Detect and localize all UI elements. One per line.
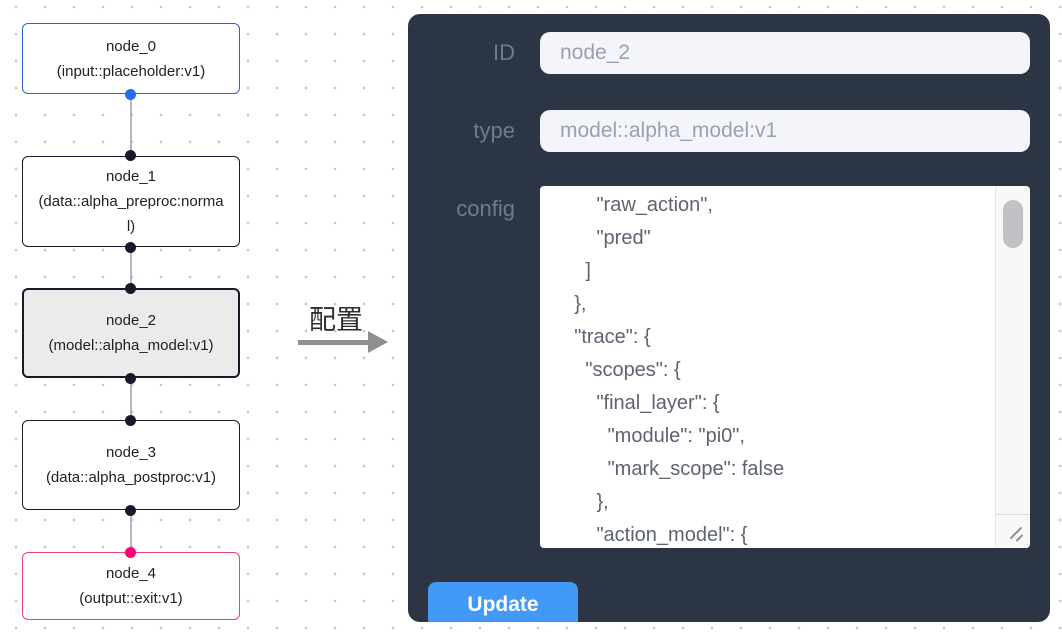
node-subtitle: (data::alpha_postproc:v1) bbox=[45, 469, 217, 486]
id-field-label: ID bbox=[493, 40, 515, 65]
type-input[interactable] bbox=[540, 110, 1030, 152]
config-json-text[interactable]: "raw_action", "pred" ] }, "trace": { "sc… bbox=[574, 194, 785, 546]
handle-node2-target[interactable] bbox=[125, 283, 136, 294]
edge-node3-node4 bbox=[130, 510, 132, 552]
right-arrow-head-icon bbox=[368, 331, 388, 353]
textarea-resize-grip[interactable] bbox=[995, 514, 1030, 548]
configure-annotation-label: 配置 bbox=[309, 305, 363, 335]
resize-grip-icon bbox=[1015, 534, 1024, 542]
handle-node1-source[interactable] bbox=[125, 242, 136, 253]
node-subtitle: (input::placeholder:v1) bbox=[56, 62, 206, 80]
node-title: node_3 bbox=[105, 444, 157, 461]
right-arrow-icon bbox=[298, 340, 372, 345]
update-button[interactable]: Update bbox=[428, 582, 578, 622]
edge-node2-node3 bbox=[130, 378, 132, 420]
handle-node2-source[interactable] bbox=[125, 373, 136, 384]
config-textarea[interactable]: "raw_action", "pred" ] }, "trace": { "sc… bbox=[540, 186, 1030, 548]
edge-node1-node2 bbox=[130, 247, 132, 288]
config-scrollbar-track[interactable] bbox=[995, 186, 1030, 548]
node-config-panel: ID type config "raw_action", "pred" ] },… bbox=[408, 14, 1050, 622]
type-field-label: type bbox=[473, 118, 515, 143]
handle-node3-source[interactable] bbox=[125, 505, 136, 516]
flow-node-node_2[interactable]: node_2 (model::alpha_model:v1) bbox=[22, 288, 240, 378]
node-title: node_2 bbox=[105, 312, 157, 329]
node-subtitle: (data::alpha_preproc:normal) bbox=[38, 193, 224, 235]
config-field-label: config bbox=[456, 196, 515, 221]
edge-node0-node1 bbox=[130, 94, 132, 156]
node-title: node_1 bbox=[105, 168, 157, 185]
handle-node1-target[interactable] bbox=[125, 150, 136, 161]
handle-node3-target[interactable] bbox=[125, 415, 136, 426]
flow-node-node_1[interactable]: node_1 (data::alpha_preproc:normal) bbox=[22, 156, 240, 247]
node-title: node_0 bbox=[105, 37, 157, 55]
handle-node0-source[interactable] bbox=[125, 89, 136, 100]
flow-node-node_4[interactable]: node_4 (output::exit:v1) bbox=[22, 552, 240, 620]
node-title: node_4 bbox=[105, 565, 157, 582]
config-scrollbar-thumb[interactable] bbox=[1003, 200, 1023, 248]
flow-node-node_0[interactable]: node_0 (input::placeholder:v1) bbox=[22, 23, 240, 94]
node-subtitle: (output::exit:v1) bbox=[79, 590, 183, 607]
handle-node4-target[interactable] bbox=[125, 547, 136, 558]
flow-node-node_3[interactable]: node_3 (data::alpha_postproc:v1) bbox=[22, 420, 240, 510]
id-input[interactable] bbox=[540, 32, 1030, 74]
node-subtitle: (model::alpha_model:v1) bbox=[48, 337, 214, 354]
